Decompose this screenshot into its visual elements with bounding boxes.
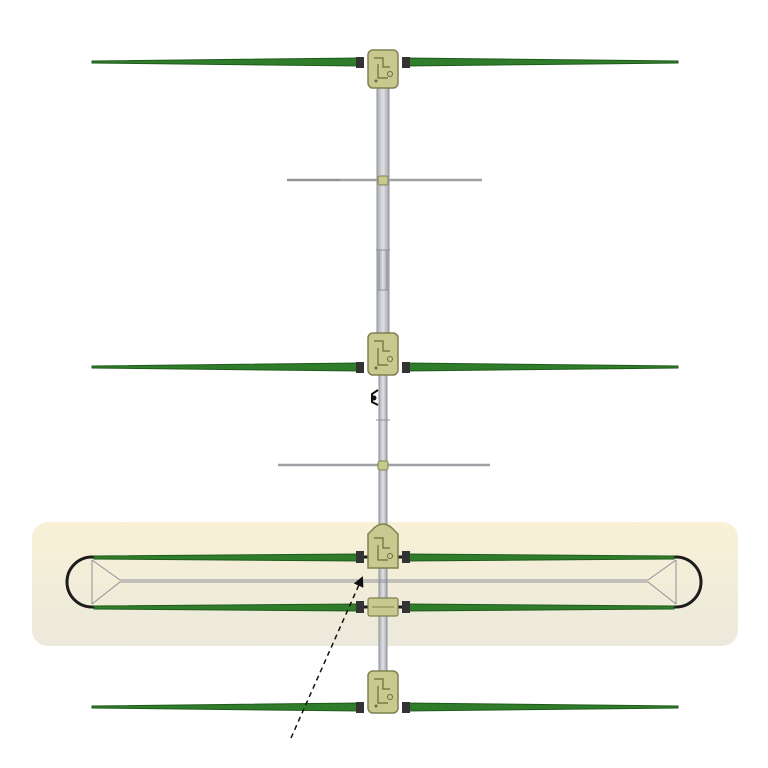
element-mount-hub-icon: [367, 523, 399, 569]
middle-element: [91, 362, 679, 373]
boom-clamp-icon: [402, 57, 410, 68]
boom-clamp-icon: [402, 551, 410, 563]
boom-clamp-icon: [356, 57, 364, 68]
boom-clamp-icon: [356, 362, 364, 373]
boom-clamp-icon: [356, 551, 364, 563]
boom-clip-icon: [371, 389, 379, 406]
director-element-2: [278, 460, 490, 471]
element-mount-hub-icon: [367, 49, 399, 89]
driven-loop-element: [65, 551, 703, 617]
boom-collar-icon: [377, 175, 389, 186]
boom-clamp-icon: [356, 601, 364, 613]
director-element-1: [287, 175, 482, 186]
boom-clamp-icon: [402, 702, 410, 713]
boom-clamp-icon: [402, 601, 410, 613]
bottom-element: [91, 702, 679, 713]
dashed-pointer-arrow-icon: [290, 576, 364, 739]
loop-outline: [65, 555, 703, 609]
element-mount-hub-icon: [367, 670, 399, 714]
element-mount-hub-icon: [367, 332, 399, 376]
boom-collar-icon: [377, 460, 389, 471]
top-element: [91, 57, 679, 68]
boom-clamp-icon: [402, 362, 410, 373]
boom-clamp-icon: [356, 702, 364, 713]
